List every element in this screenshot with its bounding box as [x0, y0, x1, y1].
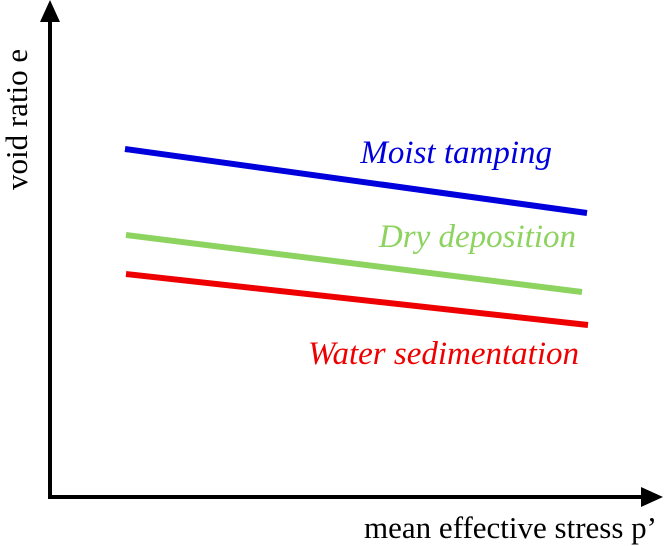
line-water-sedimentation: [125, 271, 589, 328]
y-axis-arrow-icon: [40, 0, 60, 22]
line-dry-deposition: [125, 232, 583, 295]
label-moist-tamping: Moist tamping: [359, 135, 552, 171]
label-water-sedimentation: Water sedimentation: [308, 336, 579, 372]
x-axis-title: mean effective stress p’: [364, 510, 657, 545]
line-moist-tamping: [124, 146, 588, 216]
y-axis-title: void ratio e: [0, 49, 34, 190]
x-axis-arrow-icon: [641, 487, 663, 507]
label-dry-deposition: Dry deposition: [378, 219, 576, 255]
